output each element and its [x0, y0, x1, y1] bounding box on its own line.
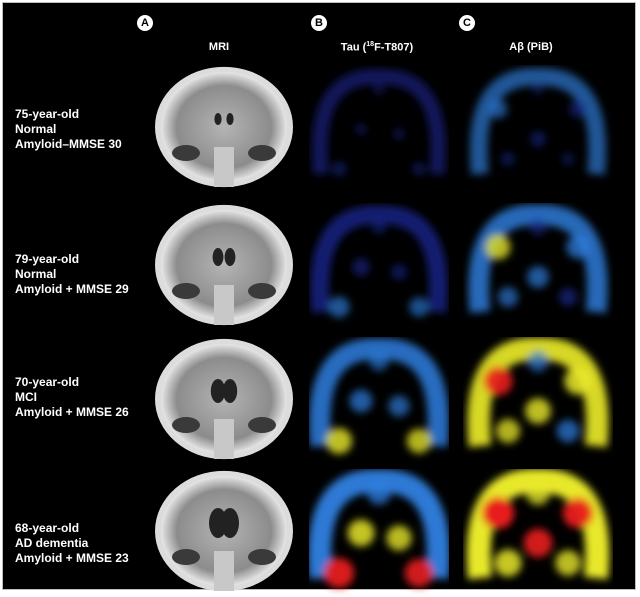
row-1-amyloid-mmse: Amyloid–MMSE 30: [15, 137, 122, 151]
amyloid-scan-row-2: [463, 203, 613, 331]
mri-scan-row-3: [149, 337, 299, 465]
row-3-status: MCI: [15, 390, 37, 404]
tau-scan-row-2: [309, 203, 449, 331]
panel-b-badge: B: [311, 15, 327, 31]
tau-title-prefix: Tau (: [340, 41, 367, 54]
row-label-3: 70-year-old MCI Amyloid + MMSE 26: [15, 375, 145, 420]
row-label-2: 79-year-old Normal Amyloid + MMSE 29: [15, 252, 145, 297]
row-2-amyloid-mmse: Amyloid + MMSE 29: [15, 282, 129, 296]
row-4-status: AD dementia: [15, 536, 89, 550]
figure-panel: A B C MRI Tau (18F-T807) Aβ (PiB) 75-yea…: [2, 2, 636, 592]
amyloid-scan-row-1: [463, 65, 613, 193]
tau-scan-row-1: [309, 65, 449, 193]
row-4-age: 68-year-old: [15, 521, 80, 535]
row-3-amyloid-mmse: Amyloid + MMSE 26: [15, 405, 129, 419]
row-1-age: 75-year-old: [15, 107, 80, 121]
row-2-age: 79-year-old: [15, 252, 80, 266]
panel-a-badge: A: [137, 15, 153, 31]
mri-scan-row-1: [149, 65, 299, 193]
tau-title-suffix: F-T807): [374, 41, 414, 54]
mri-scan-row-4: [149, 469, 299, 597]
mri-column-title: MRI: [208, 41, 230, 53]
tau-title-isotope: 18: [366, 41, 375, 48]
row-label-4: 68-year-old AD dementia Amyloid + MMSE 2…: [15, 521, 145, 566]
row-4-amyloid-mmse: Amyloid + MMSE 23: [15, 551, 129, 565]
amyloid-scan-row-3: [463, 337, 613, 465]
tau-column-title: Tau (18F-T807): [327, 41, 427, 54]
amyloid-column-title: Aβ (PiB): [509, 41, 553, 53]
mri-scan-row-2: [149, 203, 299, 331]
row-1-status: Normal: [15, 122, 57, 136]
tau-scan-row-3: [309, 337, 449, 465]
row-label-1: 75-year-old Normal Amyloid–MMSE 30: [15, 107, 145, 152]
row-2-status: Normal: [15, 267, 57, 281]
row-3-age: 70-year-old: [15, 375, 80, 389]
tau-scan-row-4: [309, 469, 449, 597]
panel-c-badge: C: [459, 15, 475, 31]
amyloid-scan-row-4: [463, 469, 613, 597]
